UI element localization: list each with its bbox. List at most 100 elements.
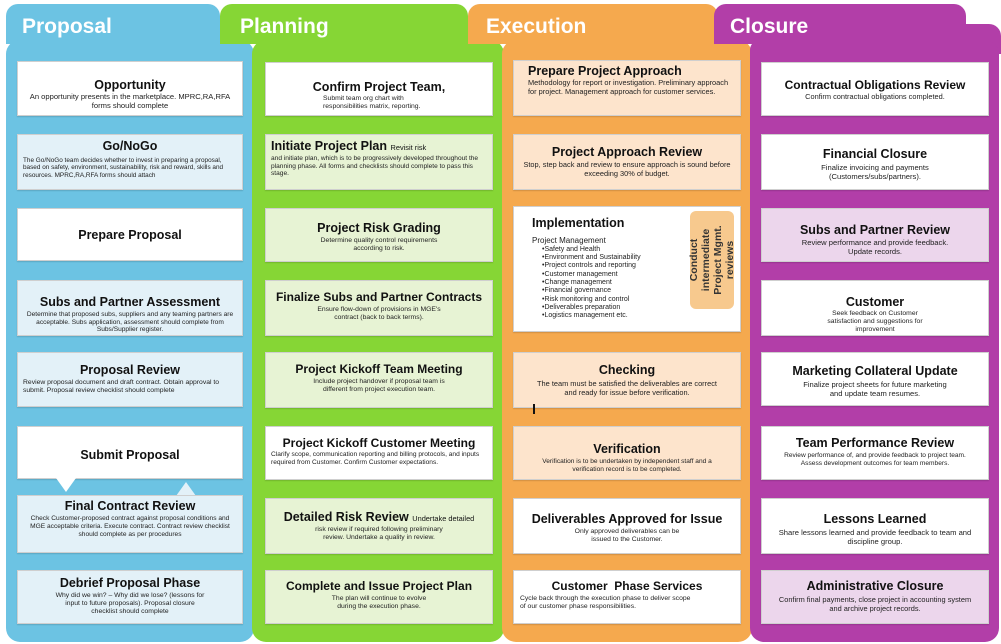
card-checking: Checking The team must be satisfied the … [513,352,741,408]
planning-tab: Planning [220,4,468,44]
card-subs-partner-assessment: Subs and Partner Assessment Determine th… [17,280,243,336]
list-item: Risk monitoring and control [542,296,740,304]
card-description: Include project handover if proposal tea… [313,378,445,393]
card-verification: Verification Verification is to be under… [513,426,741,480]
card-subs-partner-review: Subs and Partner Review Review performan… [761,208,989,262]
proposal-column: Proposal Opportunity An opportunity pres… [0,0,258,644]
card-lessons-learned: Lessons Learned Share lessons learned an… [761,498,989,554]
list-item: Deliverables preparation [542,304,740,312]
card-description: Ensure flow-down of provisions in MGE's … [317,306,441,321]
card-description: Determine that proposed subs, suppliers … [26,311,234,334]
card-customer: Customer Seek feedback on Customer satis… [761,280,989,336]
card-project-approach-review: Project Approach Review Stop, step back … [513,134,741,190]
card-description: and initiate plan, which is to be progre… [271,155,479,178]
planning-column: Planning Confirm Project Team, Submit te… [220,0,508,644]
card-project-kickoff-customer-meeting: Project Kickoff Customer Meeting Clarify… [265,426,493,480]
card-title: Go/NoGo [102,139,158,153]
card-description: Submit team org chart with responsibilit… [323,95,421,110]
card-description: Cycle back through the execution phase t… [520,595,691,610]
card-title: Proposal Review [79,363,181,377]
list-item: Logistics management etc. [542,312,740,320]
card-description: Methodology for report or investigation.… [528,78,729,96]
card-description: Verification is to be undertaken by inde… [542,458,712,473]
closure-column: Closure Contractual Obligations Review C… [714,0,1001,644]
card-title: Prepare Proposal [78,228,182,242]
card-title: Contractual Obligations Review [784,78,966,92]
card-title: Lessons Learned [823,512,927,526]
card-finalize-subs-partner-contracts: Finalize Subs and Partner Contracts Ensu… [265,280,493,336]
card-title: Subs and Partner Assessment [39,295,221,309]
card-administrative-closure: Administrative Closure Confirm final pay… [761,570,989,624]
card-description: The team must be satisfied the deliverab… [537,379,717,397]
card-deliverables-approved: Deliverables Approved for Issue Only app… [513,498,741,554]
execution-tab: Execution [468,4,718,44]
card-opportunity: Opportunity An opportunity presents in t… [17,61,243,116]
card-title: Customer Phase Services [551,579,703,593]
card-title: Customer [845,295,905,309]
intermediate-review-badge: Conduct intermediate Project Mgmt. revie… [688,211,736,309]
card-description: Review performance and provide feedback.… [801,238,949,256]
card-description: Determine quality control requirements a… [320,237,438,252]
planning-phase-label: Planning [240,15,329,38]
card-title: Marketing Collateral Update [792,364,958,378]
submit-callout-left [56,478,76,492]
card-title: Debrief Proposal Phase [59,576,201,590]
card-title: Checking [598,363,656,377]
card-description: Why did we win? – Why did we lose? (less… [55,592,205,615]
cursor-mark [533,404,535,414]
card-go-nogo: Go/NoGo The Go/NoGo team decides whether… [17,134,243,190]
card-debrief-proposal-phase: Debrief Proposal Phase Why did we win? –… [17,570,243,624]
card-description: Finalize invoicing and payments (Custome… [821,163,929,182]
card-prepare-project-approach: Prepare Project Approach Methodology for… [513,60,741,116]
proposal-tab: Proposal [6,4,220,44]
execution-column: Execution Prepare Project Approach Metho… [468,0,758,644]
card-proposal-review: Proposal Review Review proposal document… [17,352,243,407]
closure-phase-label: Closure [730,15,809,38]
card-title: Deliverables Approved for Issue [531,512,723,526]
card-description: Seek feedback on Customer satisfaction a… [827,310,923,333]
card-description: The Go/NoGo team decides whether to inve… [23,157,224,179]
card-description: Share lessons learned and provide feedba… [778,528,972,547]
card-confirm-project-team: Confirm Project Team, Submit team org ch… [265,62,493,116]
card-title: Administrative Closure [806,579,944,593]
card-financial-closure: Financial Closure Finalize invoicing and… [761,134,989,190]
card-title: Financial Closure [822,147,928,161]
card-title: Project Approach Review [551,145,703,159]
card-project-risk-grading: Project Risk Grading Determine quality c… [265,208,493,262]
card-title: Implementation [532,216,625,230]
card-title: Verification [593,442,661,456]
card-description: An opportunity presents in the marketpla… [29,92,231,110]
badge-text: Conduct intermediate Project Mgmt. revie… [688,225,736,295]
card-title: Project Risk Grading [317,221,441,235]
card-prepare-proposal: Prepare Proposal [17,208,243,261]
card-customer-phase-services: Customer Phase Services Cycle back throu… [513,570,741,624]
card-contractual-obligations-review: Contractual Obligations Review Confirm c… [761,62,989,116]
card-detailed-risk-review: Detailed Risk Review Undertake detailed … [265,498,493,554]
card-title: Subs and Partner Review [799,223,951,237]
card-title-inline: Undertake detailed [412,514,475,523]
card-description: Finalize project sheets for future marke… [803,380,947,398]
card-title: Project Kickoff Customer Meeting [282,436,476,450]
card-title: Opportunity [94,78,166,92]
card-description: risk review if required following prelim… [315,526,443,541]
card-title-row: Detailed Risk Review Undertake detailed [271,510,487,526]
list-item: Environment and Sustainability [542,254,740,262]
card-marketing-collateral-update: Marketing Collateral Update Finalize pro… [761,352,989,406]
card-title: Complete and Issue Project Plan [285,579,473,593]
card-complete-issue-project-plan: Complete and Issue Project Plan The plan… [265,570,493,624]
card-description: Review performance of, and provide feedb… [784,452,966,467]
implementation-list: Safety and Health Environment and Sustai… [542,246,740,321]
list-item: Change management [542,279,740,287]
card-description: Clarify scope, communication reporting a… [271,451,480,466]
card-description: Stop, step back and review to ensure app… [523,160,731,178]
card-title: Initiate Project Plan [271,139,388,153]
list-item: Customer management [542,271,740,279]
card-title: Detailed Risk Review [283,510,409,524]
card-title: Final Contract Review [64,499,196,513]
card-title: Confirm Project Team, [312,80,446,94]
card-title: Finalize Subs and Partner Contracts [275,290,483,304]
card-implementation: Implementation Project Management Safety… [513,206,741,332]
card-description: Confirm final payments, close project in… [778,595,972,613]
list-item: Project controls and reporting [542,262,740,270]
list-item: Financial governance [542,287,740,295]
